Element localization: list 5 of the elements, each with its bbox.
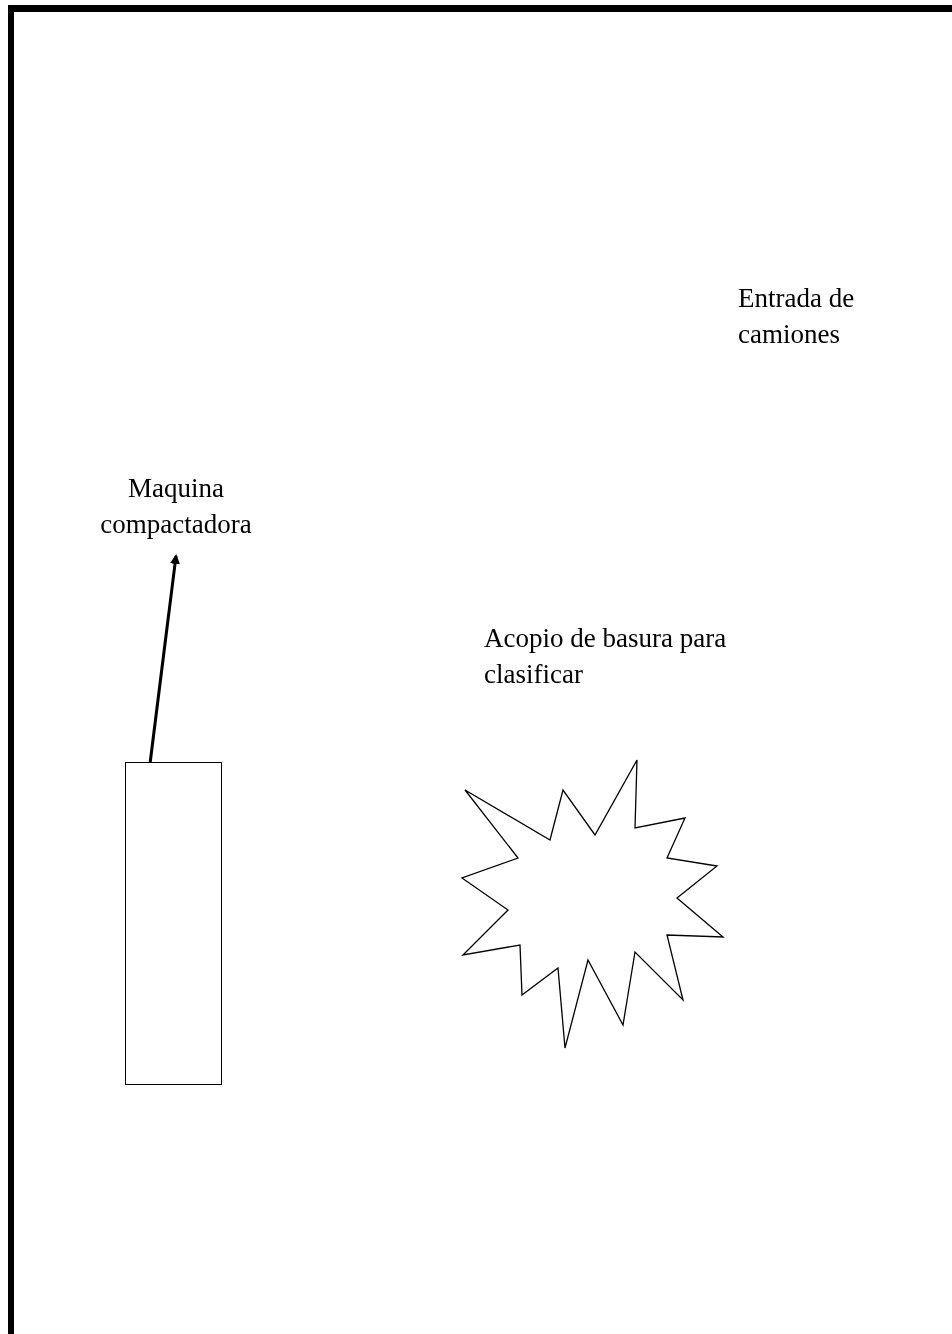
entrance-label: Entrada de camiones — [738, 282, 856, 351]
compactor-rectangle — [125, 762, 222, 1085]
node-text: Maquina compactadora — [99, 472, 253, 541]
area-label: Acopio de basura para clasificar — [484, 622, 728, 691]
arrow — [148, 554, 180, 763]
